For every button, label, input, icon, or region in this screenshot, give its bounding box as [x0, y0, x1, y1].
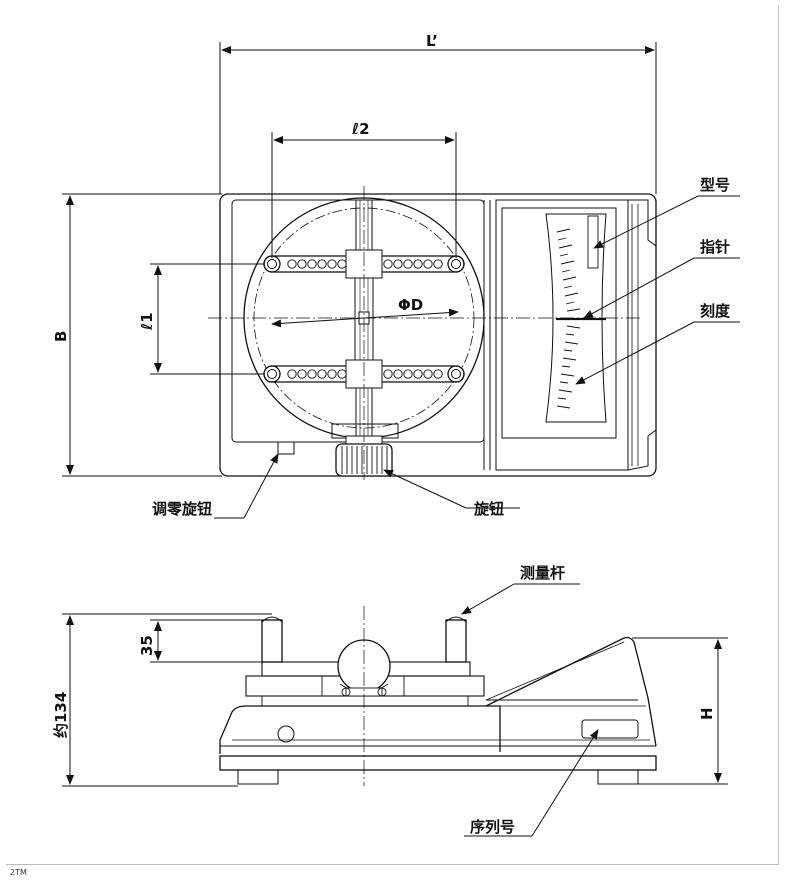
top-dimensions: [62, 42, 657, 477]
top-view: [208, 186, 657, 480]
dim-spacing-vertical: ℓ1: [138, 312, 156, 331]
callout-zero-knob: 调零旋钮: [152, 500, 212, 518]
scale-ticks: [556, 228, 581, 409]
dim-rod-height: 35: [138, 635, 156, 656]
rod-left: [261, 619, 283, 663]
side-dimensions: [62, 613, 728, 787]
dim-length: L’: [426, 32, 438, 50]
dim-diameter: ΦD: [398, 296, 423, 314]
scale-face: [545, 213, 607, 423]
top-callout-lines: [214, 195, 740, 519]
gauge-housing: [485, 636, 657, 747]
callout-rod: 测量杆: [520, 564, 565, 582]
dim-spacing-horizontal: ℓ2: [351, 120, 370, 138]
dim-depth: B: [52, 331, 70, 342]
callout-pointer: 指针: [700, 238, 730, 256]
callout-scale: 刻度: [700, 302, 731, 320]
rod-right: [445, 619, 467, 663]
base-plate: [219, 755, 657, 771]
side-view: [219, 606, 657, 786]
dim-height: H: [698, 707, 716, 720]
drawing-frame: [6, 6, 779, 865]
gauge-window: [495, 199, 657, 471]
callout-knob: 旋钮: [473, 500, 504, 518]
serial-plate: [581, 719, 639, 739]
dim-total-height: 约134: [52, 692, 70, 738]
callout-serial: 序列号: [470, 818, 515, 836]
footer-code: 2TM: [10, 868, 27, 877]
side-screw: [277, 725, 295, 743]
model-plate: [587, 215, 599, 269]
callout-model: 型号: [700, 176, 730, 194]
zero-knob: [277, 441, 295, 455]
side-callout-lines: [461, 583, 599, 837]
